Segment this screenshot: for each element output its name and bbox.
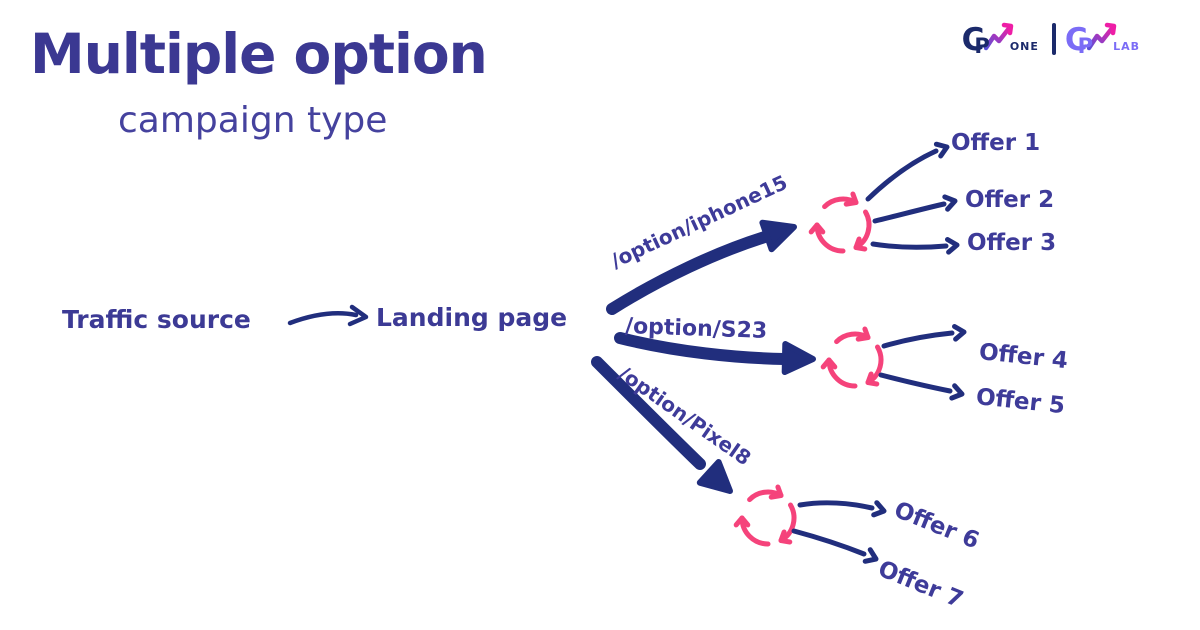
rotation-cycle-icon-2 — [823, 329, 881, 386]
page-title: Multiple option — [30, 22, 488, 86]
cpv-lab-logo: C P LAB — [1064, 22, 1140, 58]
page-subtitle: campaign type — [118, 100, 388, 141]
logo-suffix: ONE — [1009, 40, 1039, 53]
branch-path-s23: /option/S23 — [624, 314, 768, 344]
arrow-traffic-to-landing — [287, 304, 369, 327]
rotation-cycle-icon-1 — [811, 194, 869, 251]
branch-arrow-pixel8 — [591, 356, 733, 494]
offer-arrows-group-1 — [865, 141, 960, 255]
logo-suffix: LAB — [1113, 40, 1140, 53]
logo-letter: C — [961, 22, 985, 58]
branch-arrow-iphone15 — [606, 219, 797, 315]
logo-separator — [1051, 23, 1056, 55]
growth-arrow-icon — [1087, 22, 1117, 51]
offer-arrows-group-2 — [878, 324, 967, 401]
growth-arrow-icon — [983, 22, 1014, 51]
logo-letter: P — [974, 34, 990, 58]
brand-logos: C P ONE C P — [961, 22, 1140, 58]
offer-arrows-group-3 — [791, 500, 887, 564]
logo-letter: P — [1077, 34, 1094, 58]
offer-node-2: Offer 2 — [965, 187, 1055, 213]
offer-node-3: Offer 3 — [967, 230, 1057, 256]
cpv-one-logo: C P ONE — [961, 22, 1039, 58]
offer-node-1: Offer 1 — [951, 130, 1041, 156]
landing-page-node: Landing page — [376, 303, 568, 332]
rotation-cycle-icon-3 — [736, 487, 794, 544]
branch-arrow-s23 — [614, 332, 816, 375]
traffic-source-node: Traffic source — [62, 305, 251, 334]
logo-letter: C — [1064, 22, 1088, 58]
